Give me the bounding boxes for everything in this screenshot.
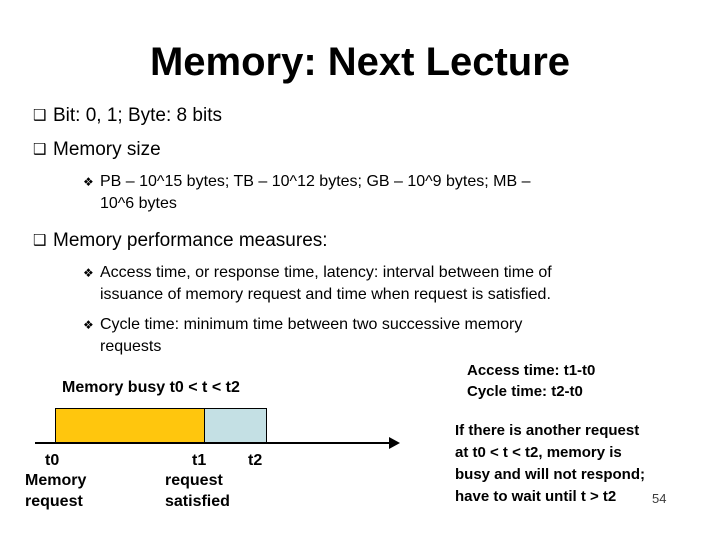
- caption-line: request: [165, 472, 223, 489]
- sub-bullet-item-cycle-time: ❖ Cycle time: minimum time between two s…: [33, 314, 665, 358]
- caption-memory-request: Memory request: [25, 470, 86, 512]
- bullet-item-performance: ❑ Memory performance measures:: [33, 229, 665, 253]
- access-time-formula: Access time: t1-t0: [467, 362, 596, 379]
- diamond-bullet-icon: ❖: [83, 266, 94, 280]
- sub-bullet-line: issuance of memory request and time when…: [100, 286, 551, 303]
- time-formulas-block: Access time: t1-t0 Cycle time: t2-t0: [467, 360, 595, 402]
- sub-bullet-text: Access time, or response time, latency: …: [100, 262, 552, 306]
- sub-bullet-text: Cycle time: minimum time between two suc…: [100, 314, 522, 358]
- note-line: at t0 < t < t2, memory is: [455, 444, 622, 461]
- square-bullet-icon: ❑: [33, 107, 47, 124]
- sub-bullet-text: PB – 10^15 bytes; TB – 10^12 bytes; GB –…: [100, 171, 530, 215]
- note-line: If there is another request: [455, 422, 640, 439]
- sub-bullet-line: requests: [100, 338, 162, 355]
- note-line: busy and will not respond;: [455, 466, 646, 483]
- bullet-text: Memory performance measures:: [53, 230, 328, 251]
- memory-busy-label: Memory busy t0 < t < t2: [62, 379, 240, 396]
- sub-bullet-line: 10^6 bytes: [100, 195, 177, 212]
- bullet-text: Bit: 0, 1; Byte: 8 bits: [53, 105, 222, 126]
- caption-request-satisfied: request satisfied: [165, 470, 230, 512]
- page-number: 54: [652, 491, 667, 506]
- cycle-remainder-bar: [204, 408, 267, 443]
- square-bullet-icon: ❑: [33, 232, 47, 249]
- sub-bullet-item-access-time: ❖ Access time, or response time, latency…: [33, 262, 665, 306]
- sub-bullet-line: Access time, or response time, latency: …: [100, 264, 552, 281]
- bullet-item-bit-byte: ❑ Bit: 0, 1; Byte: 8 bits: [33, 104, 665, 128]
- caption-line: Memory: [25, 472, 87, 489]
- sub-bullet-item-sizes: ❖ PB – 10^15 bytes; TB – 10^12 bytes; GB…: [33, 171, 665, 215]
- caption-line: request: [25, 493, 83, 510]
- busy-note-block: If there is another request at t0 < t < …: [455, 420, 645, 508]
- timeline-arrowhead-icon: [389, 437, 400, 449]
- slide-title: Memory: Next Lecture: [149, 40, 571, 84]
- bullet-item-memory-size: ❑ Memory size: [33, 138, 665, 162]
- tick-label-t1: t1: [192, 452, 207, 469]
- cycle-time-formula: Cycle time: t2-t0: [467, 383, 583, 400]
- caption-line: satisfied: [165, 493, 230, 510]
- diamond-bullet-icon: ❖: [83, 318, 94, 332]
- diamond-bullet-icon: ❖: [83, 175, 94, 189]
- square-bullet-icon: ❑: [33, 141, 47, 158]
- access-time-bar: [55, 408, 205, 443]
- timeline-axis: [35, 442, 391, 444]
- note-line: have to wait until t > t2: [455, 488, 617, 505]
- bullet-list: ❑ Bit: 0, 1; Byte: 8 bits ❑ Memory size …: [33, 104, 665, 358]
- tick-label-t2: t2: [248, 452, 263, 469]
- tick-label-t0: t0: [45, 452, 60, 469]
- bullet-text: Memory size: [53, 139, 161, 160]
- sub-bullet-line: PB – 10^15 bytes; TB – 10^12 bytes; GB –…: [100, 173, 531, 190]
- sub-bullet-line: Cycle time: minimum time between two suc…: [100, 316, 523, 333]
